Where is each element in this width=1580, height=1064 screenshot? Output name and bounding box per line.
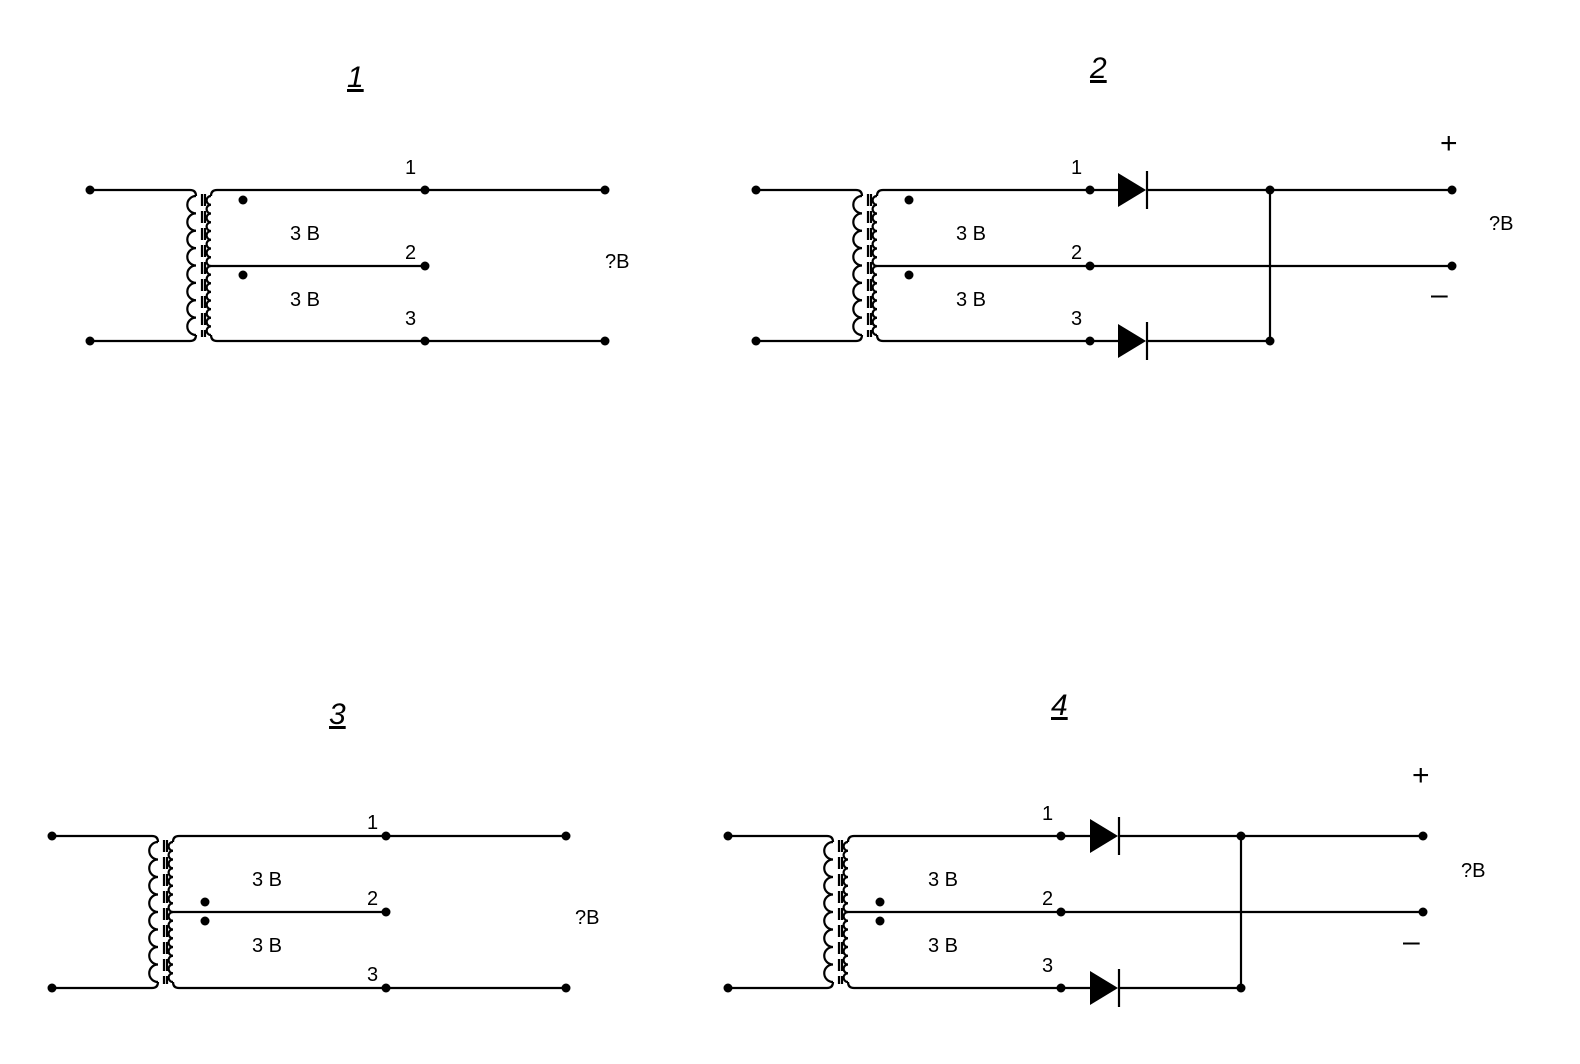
diagram-4-primary-winding-icon [823, 840, 834, 984]
diagram-4-bottom-diode-icon [1090, 971, 1118, 1005]
diagram-4-tap-1: 1 [1042, 803, 1053, 825]
diagram-4-tap-2: 2 [1042, 888, 1053, 910]
diagram-2-top-diode-icon [1118, 173, 1146, 207]
diagram-2-output-terminal-plus [1447, 185, 1457, 195]
diagram-2-primary-lead-bottom [756, 334, 864, 343]
diagram-1-tap-3: 3 [405, 308, 416, 330]
diagram-4-minus-sign: – [1403, 925, 1420, 958]
diagram-1-output-terminal-bottom [600, 336, 610, 346]
diagram-1-output-terminal-top [600, 185, 610, 195]
diagram-1-secondary-lead-top [209, 188, 425, 197]
diagram-2-plus-sign: + [1440, 127, 1458, 160]
diagram-3-polarity-dot-2 [200, 916, 210, 926]
diagram-2-primary-lead-top [756, 188, 864, 197]
diagram-3-secondary-winding-bottom-icon [167, 910, 174, 984]
diagram-1-primary-winding-icon [186, 194, 197, 337]
diagram-1-winding-bottom-voltage: 3 В [290, 289, 320, 311]
diagram-2-winding-bottom-voltage: 3 В [956, 289, 986, 311]
diagram-4-plus-sign: + [1412, 759, 1430, 792]
diagram-4-secondary-lead-bottom [846, 981, 1061, 990]
diagram-4-junction-top [1236, 831, 1246, 841]
diagram-2-output-terminal-minus [1447, 261, 1457, 271]
diagram-3-polarity-dot-1 [200, 897, 210, 907]
diagram-4-secondary-winding-bottom-icon [842, 910, 849, 984]
diagram-4-title: 4 [1051, 689, 1068, 722]
diagram-2-secondary-lead-bottom [875, 334, 1090, 343]
diagram-2-tap-3: 3 [1071, 308, 1082, 330]
diagram-4-output-terminal-plus [1418, 831, 1428, 841]
diagram-1-output-voltage: ?В [605, 251, 629, 273]
diagram-4-winding-bottom-voltage: 3 В [928, 935, 958, 957]
diagram-3-tap-node-2 [381, 907, 391, 917]
diagram-2-secondary-winding-bottom-icon [871, 264, 878, 337]
diagram-1-primary-lead-bottom [90, 334, 198, 343]
diagram-1-polarity-dot-2 [238, 270, 248, 280]
diagram-1-primary-lead-top [90, 188, 198, 197]
diagram-2-bottom-diode-icon [1118, 324, 1146, 358]
diagram-4-primary-lead-bottom [728, 981, 835, 990]
diagram-1-secondary-lead-bottom [209, 334, 425, 343]
diagram-1-secondary-winding-bottom-icon [205, 264, 212, 337]
diagram-3-output-terminal-bottom [561, 983, 571, 993]
diagram-2-title: 2 [1089, 52, 1107, 85]
diagram-2-junction-top [1265, 185, 1275, 195]
diagram-4-polarity-dot-1 [875, 897, 885, 907]
diagram-2-minus-sign: – [1431, 278, 1448, 311]
diagram-3-winding-top-voltage: 3 В [252, 869, 282, 891]
diagram-3-tap-3: 3 [367, 964, 378, 986]
diagram-2-primary-winding-icon [852, 194, 863, 337]
diagram-2-secondary-lead-top [875, 188, 1090, 197]
diagram-2-polarity-dot-1 [904, 195, 914, 205]
diagram-4-secondary-lead-top [846, 834, 1061, 843]
diagram-1-tap-1: 1 [405, 157, 416, 179]
diagram-4-secondary-winding-top-icon [842, 840, 849, 914]
diagram-2-tap-1: 1 [1071, 157, 1082, 179]
diagram-3-output-terminal-top [561, 831, 571, 841]
diagram-3-winding-bottom-voltage: 3 В [252, 935, 282, 957]
diagram-4-top-diode-icon [1090, 819, 1118, 853]
diagram-4-tap-3: 3 [1042, 955, 1053, 977]
diagram-3-title: 3 [329, 698, 346, 731]
diagram-2-output-voltage: ?В [1489, 213, 1513, 235]
diagram-1-tap-2: 2 [405, 242, 416, 264]
diagram-2-tap-2: 2 [1071, 242, 1082, 264]
diagram-3-tap-1: 1 [367, 812, 378, 834]
diagram-4-winding-top-voltage: 3 В [928, 869, 958, 891]
diagram-3-secondary-lead-bottom [171, 981, 386, 990]
diagram-1-title: 1 [347, 61, 364, 94]
diagram-3-output-voltage: ?В [575, 907, 599, 929]
diagram-4-primary-lead-top [728, 834, 835, 843]
diagram-3-primary-lead-top [52, 834, 160, 843]
diagram-1-polarity-dot-1 [238, 195, 248, 205]
schematic-lines [47, 171, 1457, 1007]
diagram-4-polarity-dot-2 [875, 916, 885, 926]
diagram-3-tap-2: 2 [367, 888, 378, 910]
diagram-1-secondary-winding-top-icon [205, 194, 212, 268]
diagram-2-polarity-dot-2 [904, 270, 914, 280]
diagram-4-output-terminal-minus [1418, 907, 1428, 917]
diagram-3-secondary-winding-top-icon [167, 840, 174, 914]
diagram-3-primary-lead-bottom [52, 981, 160, 990]
diagram-3-primary-winding-icon [148, 840, 159, 984]
diagram-2-secondary-winding-top-icon [871, 194, 878, 268]
diagram-4-junction-bottom [1236, 983, 1246, 993]
diagram-3-secondary-lead-top [171, 834, 386, 843]
diagram-1-winding-top-voltage: 3 В [290, 223, 320, 245]
diagram-4-output-voltage: ?В [1461, 860, 1485, 882]
diagram-2-junction-bottom [1265, 336, 1275, 346]
diagram-1-tap-node-2 [420, 261, 430, 271]
diagram-2-winding-top-voltage: 3 В [956, 223, 986, 245]
